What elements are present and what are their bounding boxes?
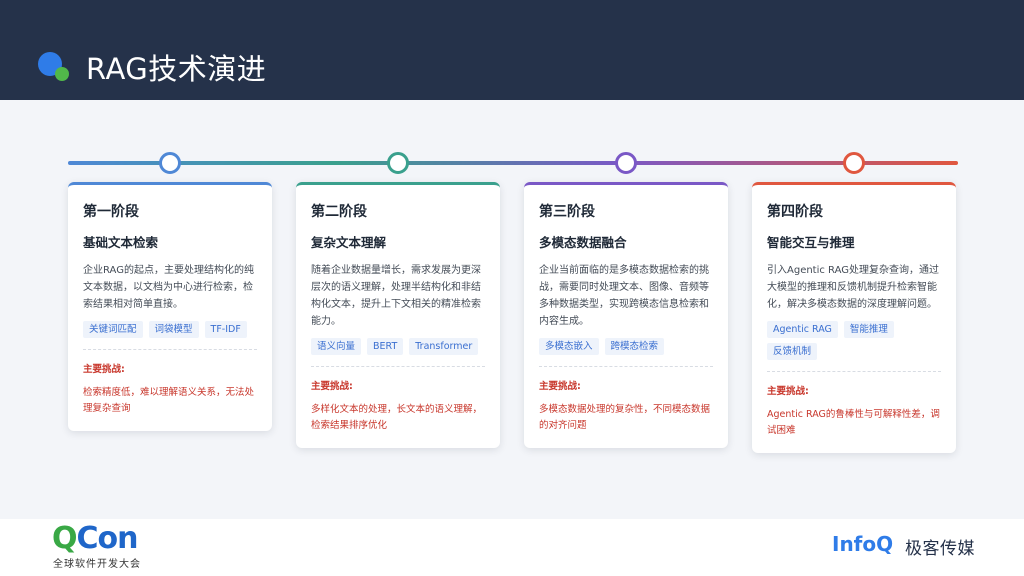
divider bbox=[539, 366, 713, 367]
challenge-text: 多模态数据处理的复杂性，不同模态数据的对齐问题 bbox=[539, 404, 711, 431]
divider bbox=[83, 349, 257, 350]
stage-description: 企业RAG的起点，主要处理结构化的纯文本数据，以文档为中心进行检索，检索结果相对… bbox=[83, 265, 254, 310]
tag: 词袋模型 bbox=[148, 321, 199, 338]
page-title: RAG技术演进 bbox=[86, 52, 267, 86]
stage-description: 企业当前面临的是多模态数据检索的挑战，需要同时处理文本、图像、音频等多种数据类型… bbox=[539, 265, 709, 327]
stage-card-3: 第三阶段 多模态数据融合 企业当前面临的是多模态数据检索的挑战，需要同时处理文本… bbox=[524, 182, 728, 448]
tag-list: Agentic RAG 智能推理 反馈机制 bbox=[767, 321, 941, 360]
tag: 反馈机制 bbox=[767, 343, 818, 360]
tag: TF-IDF bbox=[204, 321, 247, 338]
timeline-node-3 bbox=[615, 152, 637, 174]
infoq-logo: InfoQ bbox=[832, 532, 894, 556]
tag: Transformer bbox=[409, 338, 479, 355]
timeline-node-1 bbox=[159, 152, 181, 174]
stage-label: 第一阶段 bbox=[83, 204, 139, 220]
stage-card-1: 第一阶段 基础文本检索 企业RAG的起点，主要处理结构化的纯文本数据，以文档为中… bbox=[68, 182, 272, 431]
stage-description: 随着企业数据量增长，需求发展为更深层次的语义理解，处理半结构化和非结构化文本，提… bbox=[311, 265, 481, 327]
timeline-node-4 bbox=[843, 152, 865, 174]
divider bbox=[767, 371, 941, 372]
qcon-logo-con: Con bbox=[76, 521, 139, 556]
stage-label: 第三阶段 bbox=[539, 204, 595, 220]
challenge-label: 主要挑战: bbox=[83, 364, 125, 375]
tag: BERT bbox=[367, 338, 404, 355]
tag-list: 语义向量 BERT Transformer bbox=[311, 338, 485, 355]
header-bar: RAG技术演进 bbox=[0, 0, 1024, 100]
qcon-subtitle: 全球软件开发大会 bbox=[53, 559, 141, 570]
challenge-label: 主要挑战: bbox=[311, 381, 353, 392]
stage-label: 第二阶段 bbox=[311, 204, 367, 220]
stage-card-4: 第四阶段 智能交互与推理 引入Agentic RAG处理复杂查询，通过大模型的推… bbox=[752, 182, 956, 453]
stage-card-2: 第二阶段 复杂文本理解 随着企业数据量增长，需求发展为更深层次的语义理解，处理半… bbox=[296, 182, 500, 448]
timeline bbox=[68, 152, 958, 176]
tag: 关键词匹配 bbox=[83, 321, 143, 338]
tag: Agentic RAG bbox=[767, 321, 838, 338]
stage-label: 第四阶段 bbox=[767, 204, 823, 220]
stage-subtitle: 智能交互与推理 bbox=[767, 235, 855, 250]
stage-description: 引入Agentic RAG处理复杂查询，通过大模型的推理和反馈机制提升检索智能化… bbox=[767, 265, 940, 310]
tag: 多模态嵌入 bbox=[539, 338, 599, 355]
qcon-logo-q: Q bbox=[52, 521, 77, 556]
challenge-text: 多样化文本的处理，长文本的语义理解，检索结果排序优化 bbox=[311, 404, 483, 431]
timeline-node-2 bbox=[387, 152, 409, 174]
footer-bar bbox=[0, 519, 1024, 576]
tag-list: 多模态嵌入 跨模态检索 bbox=[539, 338, 713, 355]
timeline-track bbox=[68, 161, 958, 165]
tag: 智能推理 bbox=[843, 321, 894, 338]
stage-subtitle: 多模态数据融合 bbox=[539, 235, 627, 250]
challenge-text: Agentic RAG的鲁棒性与可解释性差，调试困难 bbox=[767, 409, 940, 436]
qcon-logo: QCon bbox=[52, 523, 138, 555]
stage-subtitle: 基础文本检索 bbox=[83, 235, 159, 250]
logo-dots-icon bbox=[38, 50, 72, 84]
challenge-text: 检索精度低，难以理解语义关系，无法处理复杂查询 bbox=[83, 387, 255, 414]
challenge-label: 主要挑战: bbox=[539, 381, 581, 392]
tag: 语义向量 bbox=[311, 338, 362, 355]
geek-media-logo: 极客传媒 bbox=[905, 539, 975, 559]
tag-list: 关键词匹配 词袋模型 TF-IDF bbox=[83, 321, 257, 338]
stage-subtitle: 复杂文本理解 bbox=[311, 235, 387, 250]
challenge-label: 主要挑战: bbox=[767, 386, 809, 397]
divider bbox=[311, 366, 485, 367]
tag: 跨模态检索 bbox=[604, 338, 665, 355]
